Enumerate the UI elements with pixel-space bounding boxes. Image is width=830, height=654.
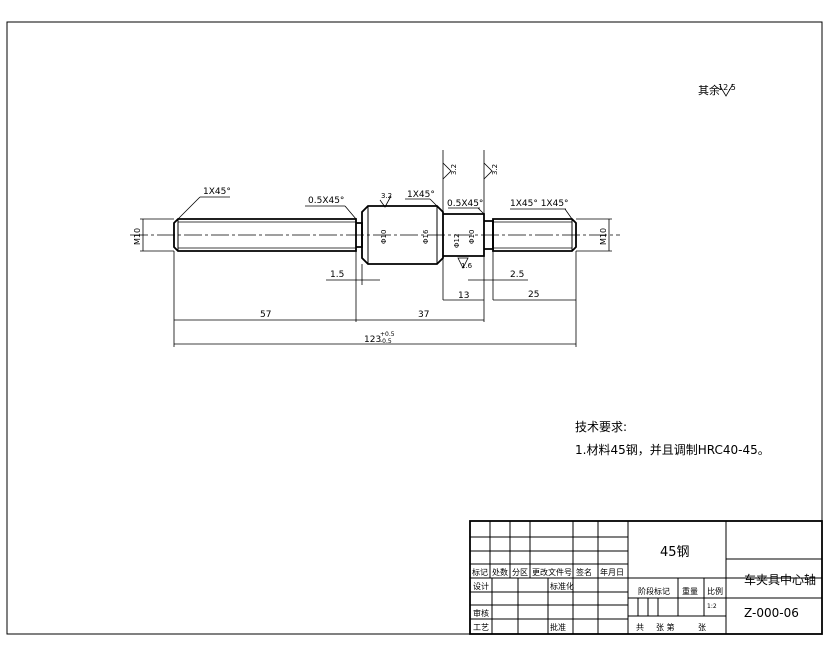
rough-b-label: 1.6 bbox=[461, 262, 473, 270]
roughness-leaders: 3.2 3.2 bbox=[442, 150, 499, 214]
chamfer-left-label: 1X45° bbox=[203, 187, 231, 197]
dim-13-label: 13 bbox=[458, 291, 469, 301]
roughness-note-value: 12.5 bbox=[718, 83, 736, 92]
chamfer-mid1-label: 0.5X45° bbox=[308, 196, 344, 206]
dim-37-label: 37 bbox=[418, 310, 429, 320]
thread-right-label: M10 bbox=[599, 228, 608, 245]
dim-total-label: 123 bbox=[364, 335, 381, 345]
dim-25-label: 25 bbox=[528, 290, 539, 300]
roughness-note-label: 其余 bbox=[698, 83, 720, 97]
notes-line1: 1.材料45钢，并且调制HRC40-45。 bbox=[575, 443, 770, 457]
tb-drawing-no: Z-000-06 bbox=[744, 606, 799, 620]
rough-d-label: 3.2 bbox=[491, 164, 499, 175]
tb-standard: 标准化 bbox=[550, 581, 574, 591]
thread-left-label: M10 bbox=[133, 228, 142, 245]
roughness-a-label: 3.2 bbox=[381, 192, 392, 200]
diameter-labels: Φ10 Φ16 Φ12 Φ10 1.6 bbox=[380, 229, 476, 270]
outer-frame bbox=[6, 21, 823, 635]
tb-zone: 分区 bbox=[512, 568, 528, 577]
tb-process: 工艺 bbox=[473, 623, 489, 632]
tb-stage-mark: 阶段标记 bbox=[638, 586, 670, 596]
dim-2-5-label: 2.5 bbox=[510, 270, 524, 280]
title-block: 标记 处数 分区 更改文件号 签名 年月日 设计 标准化 审核 工艺 批准 阶段… bbox=[469, 520, 823, 635]
tb-review: 审核 bbox=[473, 608, 489, 618]
tb-material: 45钢 bbox=[660, 545, 690, 560]
dim-57-label: 57 bbox=[260, 310, 271, 320]
tb-design: 设计 bbox=[473, 581, 489, 591]
notes-heading: 技术要求: bbox=[575, 420, 627, 434]
tb-weight: 重量 bbox=[682, 586, 698, 596]
tb-part-name: 车夹具中心轴 bbox=[744, 572, 816, 587]
chamfer-right-label: 1X45° 1X45° bbox=[510, 199, 569, 209]
dim-tol-lower: -0.5 bbox=[380, 338, 392, 345]
dia-10b-label: Φ10 bbox=[468, 230, 476, 244]
dia-16-label: Φ16 bbox=[422, 229, 430, 244]
dia-12-label: Φ12 bbox=[453, 234, 461, 248]
tb-sheet: 张 第 bbox=[656, 622, 675, 632]
tb-scale-value: 1:2 bbox=[707, 603, 717, 610]
tb-count: 处数 bbox=[492, 567, 508, 577]
tb-mark: 标记 bbox=[472, 567, 488, 577]
dia-10-label: Φ10 bbox=[380, 230, 388, 244]
tb-sign: 签名 bbox=[576, 567, 592, 577]
tb-change-doc: 更改文件号 bbox=[532, 567, 572, 577]
thread-dims: M10 M10 bbox=[133, 218, 612, 252]
tb-sheet-end: 张 bbox=[698, 623, 706, 632]
tb-total: 共 bbox=[636, 623, 644, 632]
length-dims: 1.5 2.5 13 25 57 37 123 +0.5 -0.5 bbox=[173, 251, 577, 347]
dim-tol-upper: +0.5 bbox=[380, 331, 395, 338]
chamfer-leaders: 1X45° 0.5X45° 1X45° 0.5X45° 1X45° 1X45° … bbox=[177, 187, 573, 220]
dim-1-5-label: 1.5 bbox=[330, 270, 344, 280]
chamfer-mid2-label: 1X45° bbox=[407, 190, 435, 200]
roughness-symbol-icon bbox=[719, 83, 734, 97]
tb-approve: 批准 bbox=[550, 622, 566, 632]
roughness-note: 其余 12.5 bbox=[698, 83, 736, 97]
tb-scale: 比例 bbox=[707, 586, 723, 596]
chamfer-mid3-label: 0.5X45° bbox=[447, 199, 483, 209]
rough-c-label: 3.2 bbox=[450, 164, 458, 175]
tb-date: 年月日 bbox=[600, 567, 624, 577]
